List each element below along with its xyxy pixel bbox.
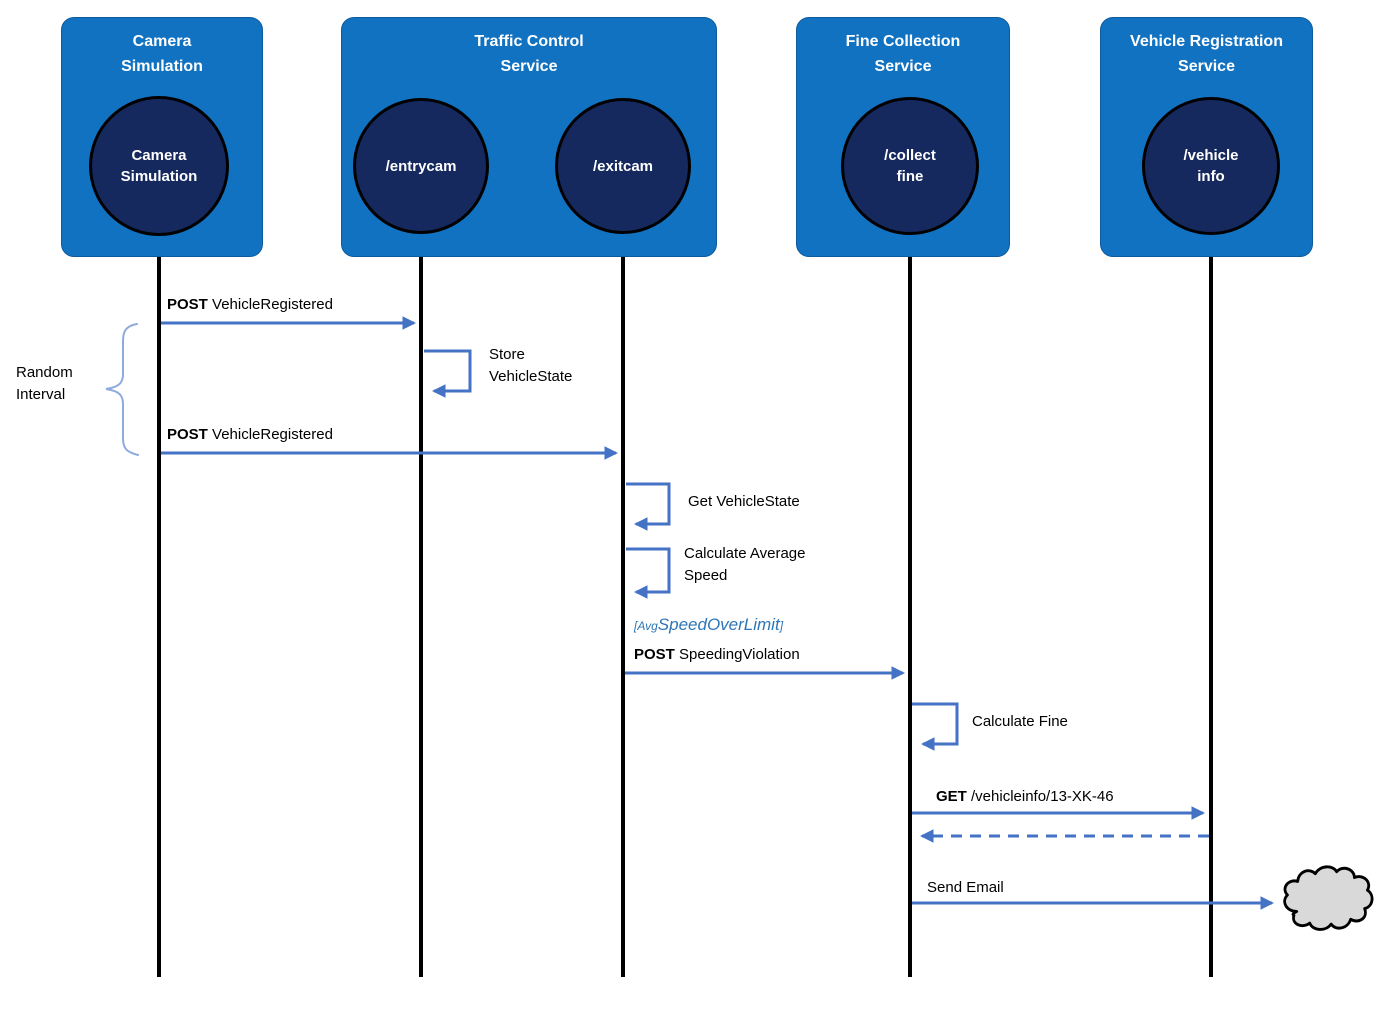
message-text: SpeedingViolation bbox=[679, 646, 800, 663]
endpoint-exitcam: /exitcam bbox=[555, 98, 691, 234]
selfcall-calculate-average-speed bbox=[626, 547, 671, 599]
service-title: Fine Collection Service bbox=[845, 33, 961, 75]
random-interval-annotation: Random Interval bbox=[16, 364, 73, 403]
endpoint-collectfine: /collect fine bbox=[841, 97, 979, 235]
message-get-vehiclestate: Get VehicleState bbox=[688, 493, 800, 510]
condition-main: SpeedOverLimit bbox=[657, 615, 780, 634]
endpoint-label: /exitcam bbox=[592, 157, 654, 175]
message-calculate-fine: Calculate Fine bbox=[972, 713, 1068, 730]
message-text: /vehicleinfo/13-XK-46 bbox=[971, 788, 1114, 805]
condition-open: [Avg bbox=[634, 619, 658, 633]
service-title: Camera Simulation bbox=[121, 33, 203, 75]
selfcall-store-vehiclestate bbox=[424, 349, 472, 398]
message-send-email: Send Email bbox=[927, 879, 1004, 896]
message-text: VehicleRegistered bbox=[212, 296, 333, 313]
selfcall-get-vehiclestate bbox=[626, 482, 671, 531]
http-verb: POST bbox=[167, 296, 208, 313]
random-interval-brace bbox=[105, 323, 139, 456]
http-verb: GET bbox=[936, 788, 967, 805]
cloud-icon bbox=[1283, 865, 1374, 931]
http-verb: POST bbox=[634, 646, 675, 663]
message-store-vehiclestate: Store VehicleState bbox=[489, 346, 573, 385]
http-verb: POST bbox=[167, 426, 208, 443]
condition-avgspeedoverlimit: [AvgSpeedOverLimit] bbox=[634, 615, 783, 635]
endpoint-label: /vehicle info bbox=[1183, 147, 1239, 185]
endpoint-entrycam: /entrycam bbox=[353, 98, 489, 234]
message-calculate-average-speed: Calculate Average Speed bbox=[684, 545, 806, 584]
selfcall-calculate-fine bbox=[912, 702, 959, 751]
message-get-vehicleinfo: GET /vehicleinfo/13-XK-46 bbox=[936, 786, 1114, 808]
endpoint-label: /collect fine bbox=[884, 147, 936, 185]
endpoint-camera-simulation: Camera Simulation bbox=[89, 96, 229, 236]
endpoint-vehicleinfo: /vehicle info bbox=[1142, 97, 1280, 235]
service-title: Traffic Control Service bbox=[474, 33, 584, 75]
message-post-speedingviolation: POST SpeedingViolation bbox=[634, 644, 800, 666]
message-post-vehicleregistered-1: POST VehicleRegistered bbox=[167, 294, 333, 316]
endpoint-label: /entrycam bbox=[385, 157, 457, 175]
message-text: VehicleRegistered bbox=[212, 426, 333, 443]
service-title: Vehicle Registration Service bbox=[1130, 33, 1283, 75]
endpoint-label: Camera Simulation bbox=[120, 147, 198, 185]
message-post-vehicleregistered-2: POST VehicleRegistered bbox=[167, 424, 333, 446]
condition-close: ] bbox=[779, 619, 784, 633]
